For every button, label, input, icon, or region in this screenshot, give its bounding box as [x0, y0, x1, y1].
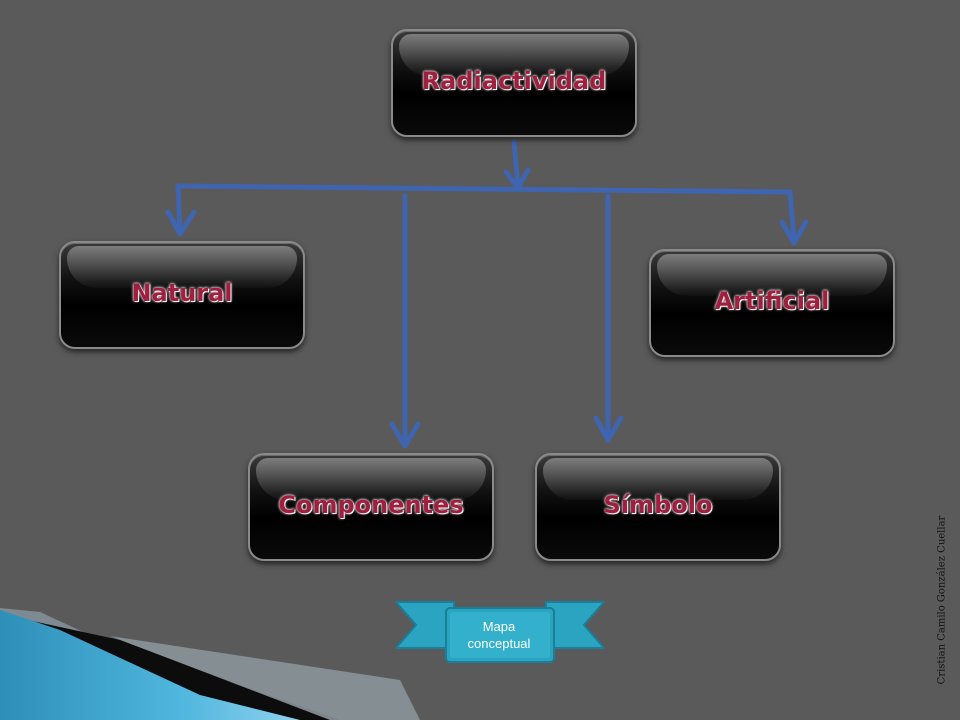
- node-label-natural: Natural: [131, 279, 233, 307]
- author-credit: Cristian Camilo González Cuellar: [936, 515, 948, 685]
- connector-stem: [511, 139, 521, 189]
- node-artificial: Artificial: [649, 249, 895, 357]
- ribbon-banner: [396, 601, 604, 663]
- node-label-artificial: Artificial: [714, 287, 830, 315]
- ribbon-label-line1: Mapa: [482, 619, 516, 634]
- connector-natural: [175, 183, 183, 235]
- node-componentes: Componentes: [248, 453, 494, 561]
- node-simbolo: Símbolo: [535, 453, 781, 561]
- node-natural: Natural: [59, 241, 305, 349]
- connector-componentes-arrow: [389, 421, 421, 449]
- corner-decoration: [0, 608, 420, 720]
- connector-horizontal: [175, 183, 793, 195]
- connector-natural-arrow: [165, 209, 197, 237]
- ribbon-label-line2: conceptual: [467, 636, 531, 651]
- connector-artificial: [787, 189, 797, 243]
- node-label-componentes: Componentes: [278, 491, 464, 519]
- node-label-radiactividad: Radiactividad: [421, 67, 607, 95]
- node-radiactividad: Radiactividad: [391, 29, 637, 137]
- connector-simbolo-arrow: [593, 415, 624, 443]
- ribbon-label: Mapa conceptual: [450, 612, 548, 658]
- connector-artificial-arrow: [779, 219, 809, 246]
- node-label-simbolo: Símbolo: [603, 491, 713, 519]
